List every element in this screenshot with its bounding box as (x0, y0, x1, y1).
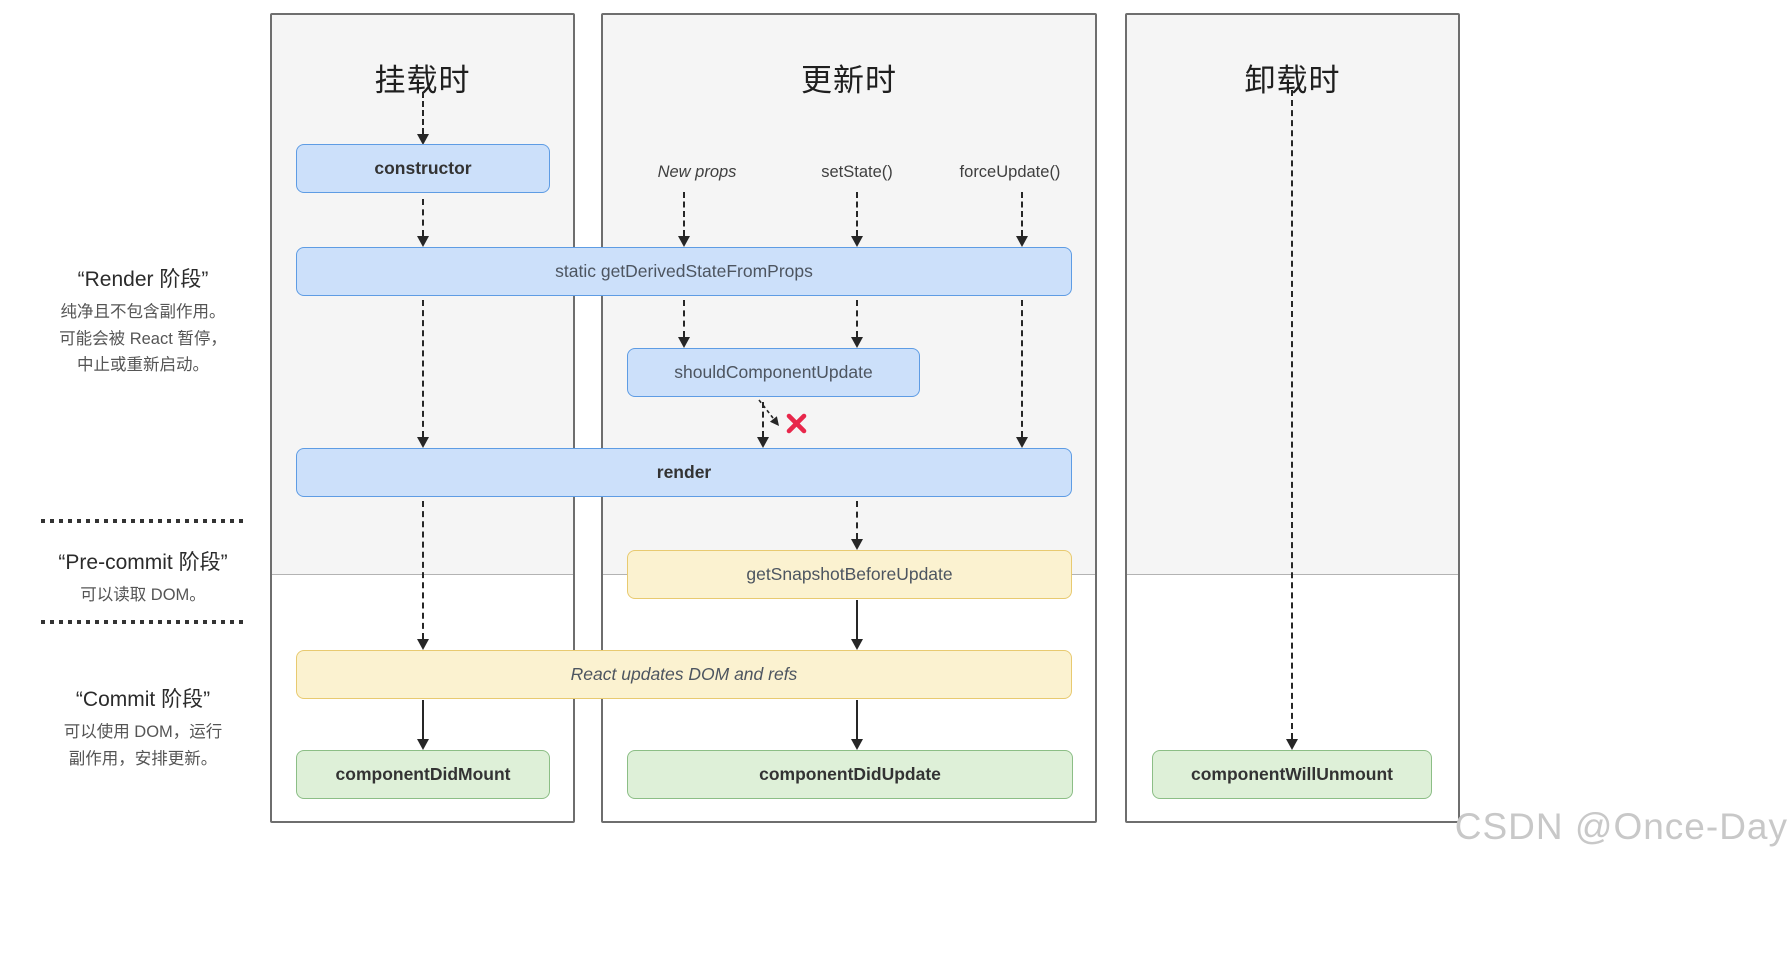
arrow-mount-header-head (417, 134, 429, 145)
phase-commit-title: “Commit 阶段” (75, 688, 211, 711)
reject-arrow-line (758, 399, 774, 419)
arrow-willunmount-head (1286, 739, 1298, 750)
box-should-component-update: shouldComponentUpdate (627, 348, 920, 397)
box-react-updates-dom: React updates DOM and refs (296, 650, 1072, 699)
arrow-didupdate-head (851, 739, 863, 750)
arrow-gdsfp-scu-left-head (678, 337, 690, 348)
box-component-did-update: componentDidUpdate (627, 750, 1073, 799)
box-component-will-unmount: componentWillUnmount (1152, 750, 1432, 799)
box-get-snapshot-before-update: getSnapshotBeforeUpdate (627, 550, 1072, 599)
column-updating-title: 更新时 (801, 63, 897, 98)
arrow-forceupdate-render-line (1021, 300, 1023, 437)
arrow-render-snapshot-head (851, 539, 863, 550)
arrow-newprops-line (683, 192, 685, 236)
arrow-constructor-head (417, 236, 429, 247)
phase-render-desc: 纯净且不包含副作用。 可能会被 React 暂停， 中止或重新启动。 (59, 303, 227, 374)
arrow-gdsfp-scu-right-head (851, 337, 863, 348)
arrow-forceupdate-line (1021, 192, 1023, 236)
arrow-gdsfp-scu-right-line (856, 300, 858, 337)
trigger-set-state: setState() (821, 163, 893, 181)
phase-commit-label: “Commit 阶段” 可以使用 DOM，运行 副作用，安排更新。 (20, 683, 266, 772)
box-component-did-mount: componentDidMount (296, 750, 550, 799)
phase-separator-top (41, 519, 245, 523)
arrow-gdsfp-render-head (417, 437, 429, 448)
arrow-scu-render-line (762, 402, 764, 437)
arrow-render-domupdate-head (417, 639, 429, 650)
scu-reject-branch (758, 399, 807, 434)
arrow-constructor-line (422, 199, 424, 236)
arrow-forceupdate-render-head (1016, 437, 1028, 448)
arrow-didmount-line (422, 700, 424, 739)
arrow-render-domupdate-line (422, 501, 424, 639)
phase-render-title: “Render 阶段” (77, 268, 209, 291)
arrow-gdsfp-scu-left-line (683, 300, 685, 337)
phase-commit-desc: 可以使用 DOM，运行 副作用，安排更新。 (63, 723, 223, 768)
arrow-willunmount-line (1291, 90, 1293, 739)
arrow-snapshot-domupdate-head (851, 639, 863, 650)
reject-x-icon (786, 413, 807, 434)
box-constructor: constructor (296, 144, 550, 193)
phase-precommit-desc: 可以读取 DOM。 (80, 586, 206, 604)
phase-render-label: “Render 阶段” 纯净且不包含副作用。 可能会被 React 暂停， 中止… (20, 263, 266, 379)
arrow-mount-header-line (422, 92, 424, 134)
trigger-new-props: New props (657, 163, 737, 181)
arrow-didupdate-line (856, 700, 858, 739)
arrow-setstate-head (851, 236, 863, 247)
trigger-force-update: forceUpdate() (959, 163, 1061, 181)
arrow-setstate-line (856, 192, 858, 236)
reject-arrow-head (769, 416, 779, 426)
phase-separator-bottom (41, 620, 245, 624)
arrow-gdsfp-render-line (422, 300, 424, 437)
box-get-derived-state-from-props: static getDerivedStateFromProps (296, 247, 1072, 296)
arrow-scu-render-head (757, 437, 769, 448)
box-render: render (296, 448, 1072, 497)
csdn-watermark: CSDN @Once-Day (1454, 806, 1788, 847)
arrow-forceupdate-head (1016, 236, 1028, 247)
arrow-newprops-head (678, 236, 690, 247)
phase-precommit-label: “Pre-commit 阶段” 可以读取 DOM。 (20, 546, 266, 609)
arrow-snapshot-domupdate-line (856, 600, 858, 639)
phase-precommit-title: “Pre-commit 阶段” (58, 551, 228, 574)
arrow-render-snapshot-line (856, 501, 858, 539)
arrow-didmount-head (417, 739, 429, 750)
